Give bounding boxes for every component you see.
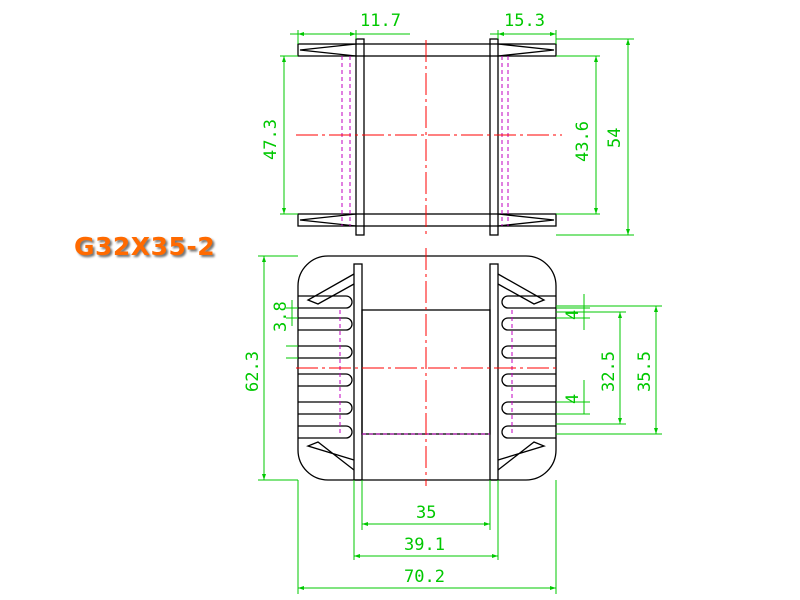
wedge-tl [306, 273, 355, 305]
dim-pin-gap-upper: 4 [563, 310, 583, 320]
top-view [297, 38, 557, 236]
top-hidden-lines [341, 56, 509, 226]
slot-right-5 [501, 425, 556, 439]
fin-bottom-left [299, 213, 357, 227]
dim-pin-gap-lower: 4 [563, 394, 583, 404]
left-wall [353, 263, 363, 481]
wedge-br [497, 441, 546, 471]
left-post [355, 38, 365, 236]
slot-right-1 [501, 317, 556, 331]
dimension-arrows [262, 32, 658, 590]
dim-pin-span-outer: 35.5 [635, 351, 655, 392]
top-flange [297, 43, 557, 57]
dim-top-inner-height: 43.6 [573, 121, 593, 162]
right-wall [489, 263, 499, 481]
slot-left-1 [298, 317, 353, 331]
dim-top-left-height: 47.3 [261, 119, 281, 160]
fin-bottom-right [497, 213, 555, 227]
dim-flange-width: 39.1 [404, 535, 445, 555]
wedge-bl [306, 441, 355, 471]
part-number-title: G32X35-2 [74, 232, 216, 261]
slot-left-3 [298, 373, 353, 387]
slot-right-0 [501, 295, 556, 309]
wedge-tr [497, 273, 546, 305]
dim-overall-width: 70.2 [404, 567, 445, 587]
dim-top-left-flange: 11.7 [360, 11, 401, 31]
slot-left-2 [298, 345, 353, 359]
fin-top-right [497, 43, 555, 57]
fin-top-left [299, 43, 357, 57]
dim-bottom-total-height: 62.3 [243, 351, 263, 392]
bottom-flange [297, 213, 557, 227]
top-centerlines [296, 40, 562, 236]
dim-core-width: 35 [416, 503, 436, 523]
dim-slot-offset: 3.8 [271, 301, 291, 332]
slot-left-5 [298, 425, 353, 439]
slot-right-4 [501, 401, 556, 415]
dimension-lines [258, 30, 662, 594]
bottom-centerlines [296, 248, 560, 486]
right-post [489, 38, 499, 236]
slot-right-2 [501, 345, 556, 359]
dim-top-right-flange: 15.3 [504, 11, 545, 31]
slot-left-0 [298, 295, 353, 309]
slot-right-3 [501, 373, 556, 387]
slot-left-4 [298, 401, 353, 415]
dim-pin-span-inner: 32.5 [599, 351, 619, 392]
dim-top-total-height: 54 [605, 128, 625, 148]
